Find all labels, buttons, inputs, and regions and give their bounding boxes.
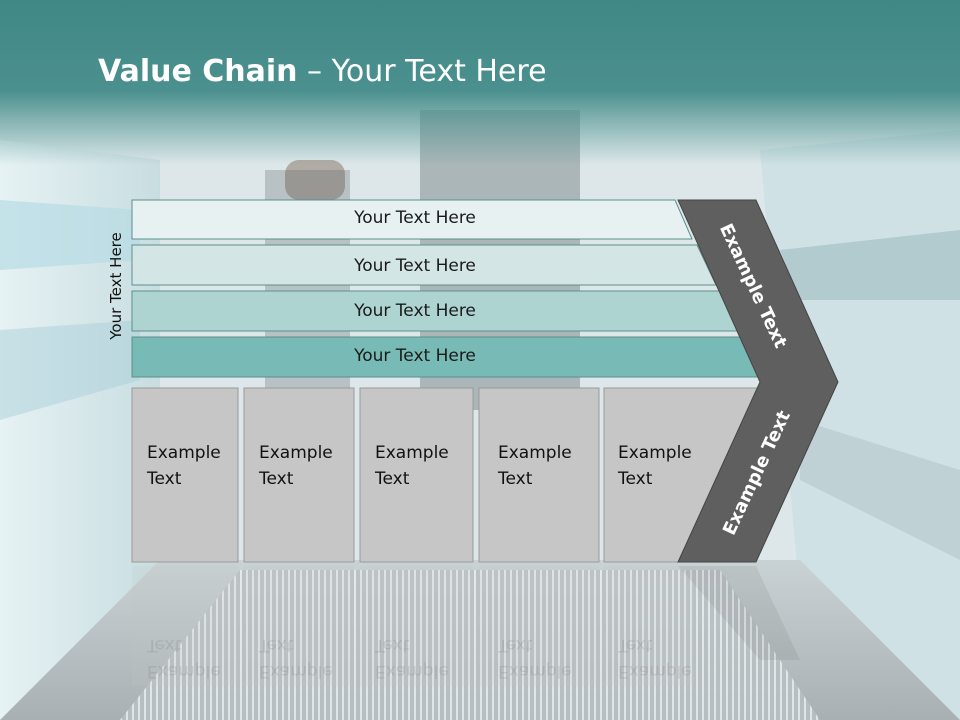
box-3 (359, 387, 474, 563)
chevron-arrow (677, 199, 839, 563)
bar-3-label: Your Text Here (354, 301, 476, 321)
box-2 (243, 387, 355, 563)
bar-4-label: Your Text Here (354, 346, 476, 366)
title-rest: – Your Text Here (297, 54, 547, 89)
box-4 (478, 387, 600, 563)
bar-1-label: Your Text Here (354, 208, 476, 228)
title-bold: Value Chain (98, 54, 298, 89)
box-1 (131, 387, 239, 563)
bar-2-label: Your Text Here (354, 256, 476, 276)
bar-1 (131, 199, 693, 240)
slide-title: Value Chain – Your Text Here (98, 54, 547, 89)
